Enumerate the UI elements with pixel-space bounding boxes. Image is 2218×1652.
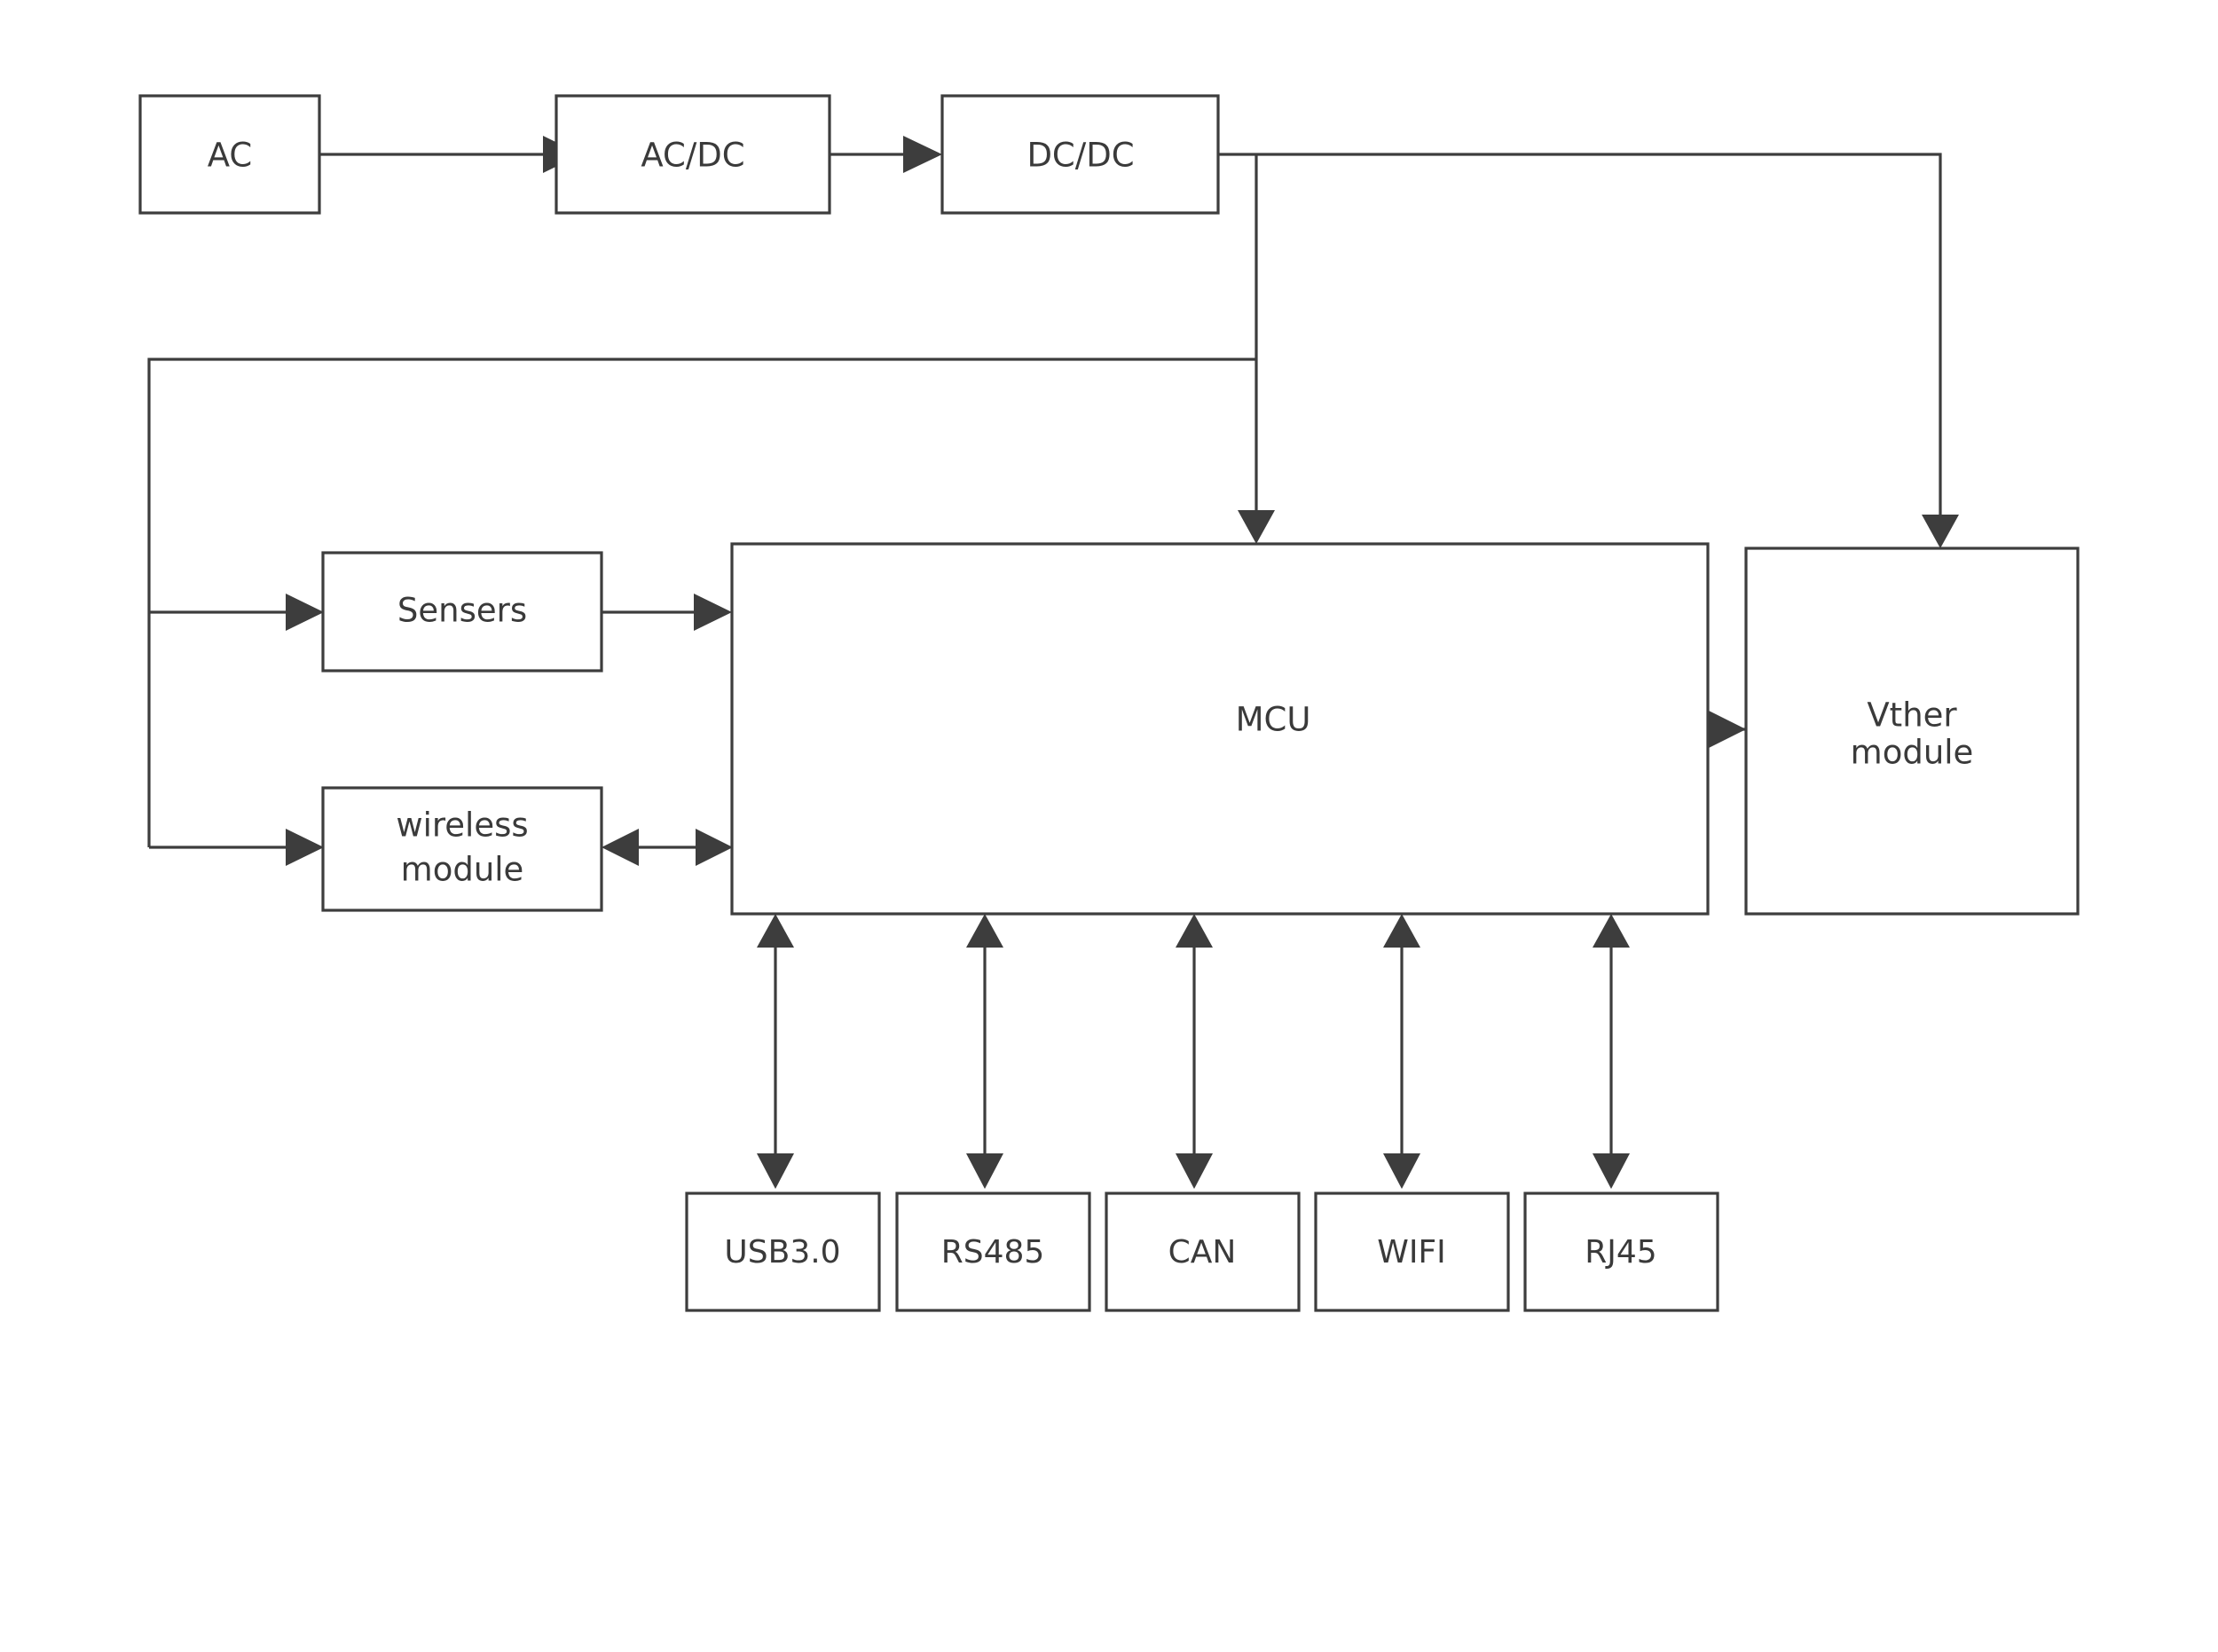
node-dcdc[interactable]: DC/DC <box>940 94 1220 215</box>
edge-mcu-to-can <box>1176 914 1213 1189</box>
edge-dcdc-to-mcu <box>1238 154 1275 544</box>
edge-rail-to-wireless <box>149 829 324 866</box>
node-usb30-label: USB3.0 <box>724 1234 840 1270</box>
edge-rail-to-sensers <box>149 594 324 631</box>
node-sensers-label: Sensers <box>397 592 527 630</box>
node-can-label: CAN <box>1168 1234 1237 1270</box>
edge-mcu-to-usb <box>757 914 794 1189</box>
node-rj45-label: RJ45 <box>1585 1234 1656 1270</box>
node-mcu[interactable]: MCU <box>730 542 1710 916</box>
edge-power-rail <box>147 358 1256 847</box>
node-acdc-label: AC/DC <box>641 137 744 175</box>
edge-mcu-to-rj45 <box>1593 914 1630 1189</box>
node-rs485[interactable]: RS485 <box>895 1192 1091 1312</box>
node-usb30[interactable]: USB3.0 <box>685 1192 881 1312</box>
edge-acdc-to-dcdc <box>830 136 942 173</box>
node-vther-module-label-line1: Vther <box>1867 696 1957 735</box>
node-can[interactable]: CAN <box>1105 1192 1301 1312</box>
edge-wireless-to-mcu <box>602 829 733 866</box>
node-ac[interactable]: AC <box>138 94 321 215</box>
edge-ac-to-acdc <box>319 136 581 173</box>
edge-sensers-to-mcu <box>602 594 732 631</box>
node-rs485-label: RS485 <box>941 1234 1045 1270</box>
node-wireless-module[interactable]: wireless module <box>321 786 603 912</box>
node-wireless-module-label-line2: module <box>401 851 524 889</box>
node-dcdc-label: DC/DC <box>1026 137 1134 175</box>
node-ac-label: AC <box>208 137 253 175</box>
node-wireless-module-label-line1: wireless <box>396 806 528 845</box>
node-mcu-label: MCU <box>1236 701 1311 739</box>
edge-mcu-to-wifi <box>1383 914 1420 1189</box>
node-rj45[interactable]: RJ45 <box>1523 1192 1719 1312</box>
node-vther-module[interactable]: Vther module <box>1744 547 2080 916</box>
node-vther-module-label-line2: module <box>1851 734 1974 772</box>
node-acdc[interactable]: AC/DC <box>554 94 831 215</box>
edge-mcu-to-rs485 <box>966 914 1003 1189</box>
node-sensers[interactable]: Sensers <box>321 551 603 673</box>
edge-dcdc-to-vther <box>1218 153 1959 548</box>
node-wifi[interactable]: WIFI <box>1314 1192 1510 1312</box>
node-wifi-label: WIFI <box>1377 1234 1446 1270</box>
